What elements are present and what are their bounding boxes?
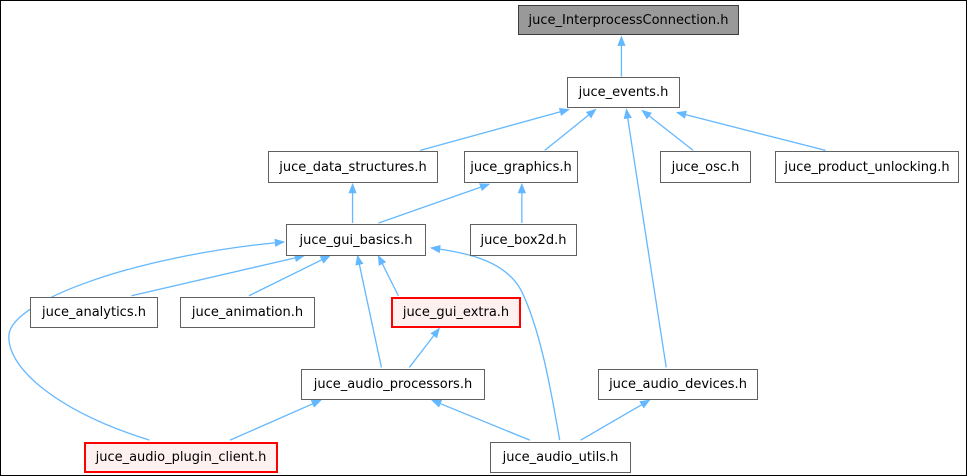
node-label: juce_gui_basics.h <box>299 232 413 248</box>
node-label: juce_animation.h <box>191 305 304 320</box>
node-label: juce_product_unlocking.h <box>784 159 950 175</box>
node-juce_audio_devices-h[interactable]: juce_audio_devices.h <box>598 369 758 400</box>
edge-juce_audio_devices-h-to-juce_events-h <box>623 108 667 368</box>
node-label: juce_audio_devices.h <box>609 377 747 392</box>
edge-juce_audio_utils-h-to-juce_audio_devices-h <box>580 399 651 441</box>
node-juce_animation-h[interactable]: juce_animation.h <box>180 297 315 328</box>
node-juce_audio_plugin_client-h[interactable]: juce_audio_plugin_client.h <box>84 442 278 473</box>
edge-juce_audio_plugin_client-h-to-juce_gui_basics-h <box>8 238 286 441</box>
node-label: juce_events.h <box>578 85 669 100</box>
edge-juce_analytics-h-to-juce_gui_basics-h <box>131 253 306 297</box>
edge-juce_audio_plugin_client-h-to-juce_audio_processors-h <box>229 399 322 441</box>
edge-juce_graphics-h-to-juce_events-h <box>544 108 597 151</box>
node-juce_gui_basics-h[interactable]: juce_gui_basics.h <box>286 224 426 256</box>
node-label: juce_osc.h <box>671 159 740 175</box>
edge-juce_audio_utils-h-to-juce_gui_basics-h <box>429 244 561 441</box>
node-juce_osc-h[interactable]: juce_osc.h <box>660 151 751 183</box>
node-juce_InterprocessConnection-h[interactable]: juce_InterprocessConnection.h <box>518 5 739 35</box>
node-label: juce_InterprocessConnection.h <box>528 12 729 28</box>
node-label: juce_audio_utils.h <box>502 450 619 465</box>
edge-juce_product_unlocking-h-to-juce_events-h <box>675 110 826 151</box>
node-juce_events-h[interactable]: juce_events.h <box>567 77 680 108</box>
node-juce_product_unlocking-h[interactable]: juce_product_unlocking.h <box>775 151 959 183</box>
node-juce_audio_utils-h[interactable]: juce_audio_utils.h <box>490 442 631 473</box>
edge-juce_audio_processors-h-to-juce_gui_extra-h <box>408 327 440 368</box>
edge-juce_osc-h-to-juce_events-h <box>641 109 694 151</box>
node-label: juce_audio_plugin_client.h <box>95 450 267 465</box>
node-juce_box2d-h[interactable]: juce_box2d.h <box>470 224 577 256</box>
node-label: juce_graphics.h <box>470 159 572 175</box>
node-juce_gui_extra-h[interactable]: juce_gui_extra.h <box>391 297 521 328</box>
node-label: juce_audio_processors.h <box>313 377 473 392</box>
node-label: juce_gui_extra.h <box>402 305 510 320</box>
edge-juce_gui_extra-h-to-juce_gui_basics-h <box>377 254 399 297</box>
node-label: juce_analytics.h <box>42 305 146 320</box>
edge-juce_audio_utils-h-to-juce_audio_processors-h <box>431 399 531 441</box>
node-label: juce_box2d.h <box>480 232 567 248</box>
node-label: juce_data_structures.h <box>279 159 427 175</box>
node-juce_data_structures-h[interactable]: juce_data_structures.h <box>268 151 438 183</box>
edge-juce_gui_basics-h-to-juce_graphics-h <box>378 183 491 224</box>
edge-juce_data_structures-h-to-juce_events-h <box>420 107 570 151</box>
edge-juce_animation-h-to-juce_gui_basics-h <box>248 255 331 297</box>
node-juce_graphics-h[interactable]: juce_graphics.h <box>464 151 578 183</box>
node-juce_analytics-h[interactable]: juce_analytics.h <box>30 297 158 328</box>
edge-juce_audio_processors-h-to-juce_gui_basics-h <box>355 254 383 368</box>
node-juce_audio_processors-h[interactable]: juce_audio_processors.h <box>301 369 485 400</box>
